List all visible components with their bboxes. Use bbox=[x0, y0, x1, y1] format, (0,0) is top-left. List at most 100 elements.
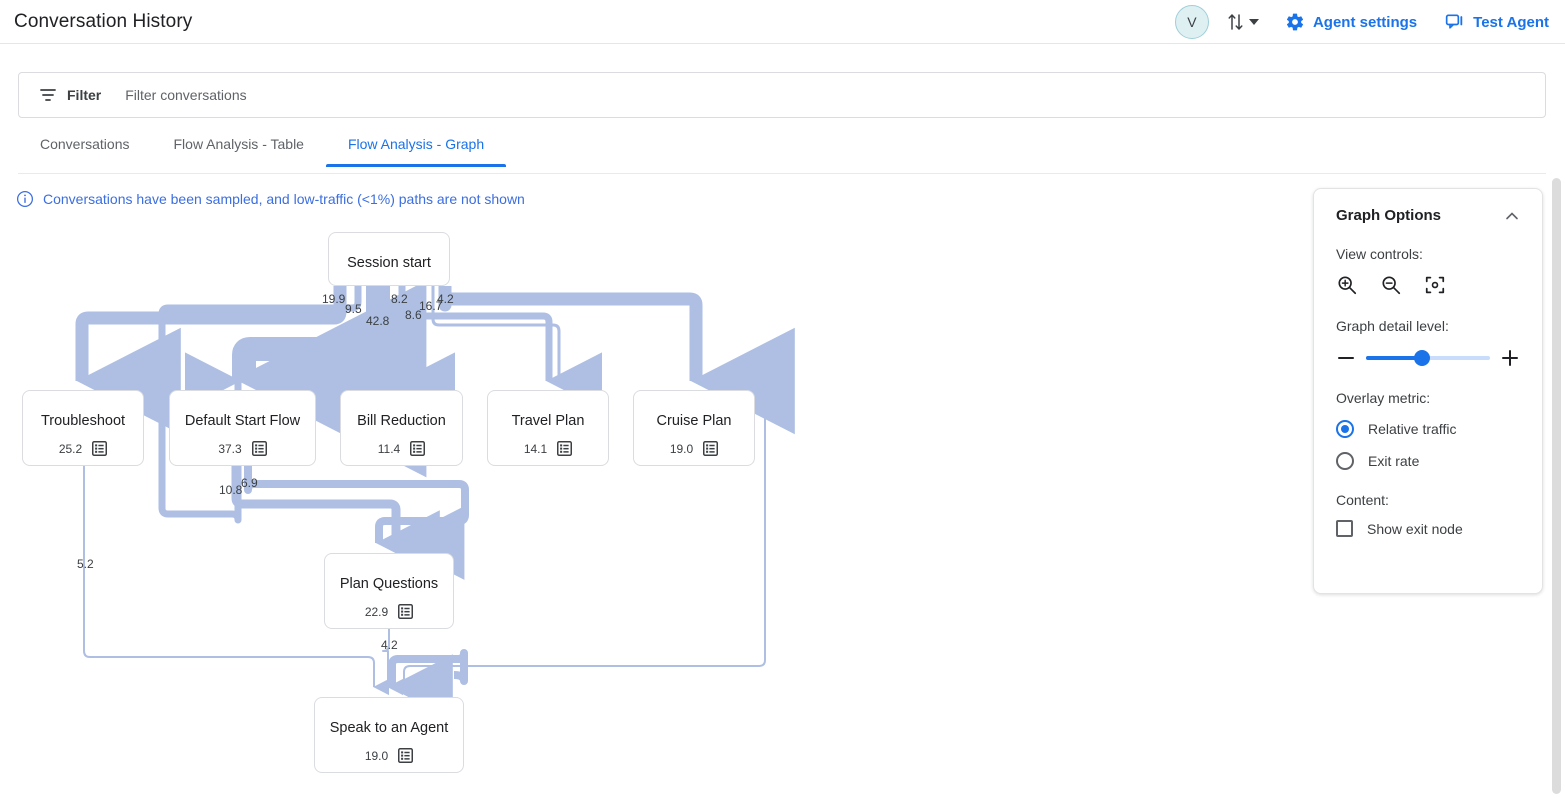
gear-icon bbox=[1286, 13, 1304, 31]
edge-label: 8.6 bbox=[405, 308, 422, 322]
node-bill-reduction[interactable]: Bill Reduction 11.4 bbox=[340, 390, 463, 466]
graph-detail-slider[interactable] bbox=[1366, 350, 1490, 366]
view-controls bbox=[1336, 274, 1520, 296]
test-agent-label: Test Agent bbox=[1473, 13, 1549, 31]
node-metric: 22.9 bbox=[364, 604, 414, 619]
info-icon bbox=[16, 190, 34, 208]
node-cruise-plan[interactable]: Cruise Plan 19.0 bbox=[633, 390, 755, 466]
radio-relative-traffic[interactable]: Relative traffic bbox=[1336, 420, 1520, 438]
page-title: Conversation History bbox=[14, 10, 193, 32]
node-label: Cruise Plan bbox=[656, 413, 732, 429]
view-controls-label: View controls: bbox=[1336, 246, 1423, 262]
node-value: 25.2 bbox=[58, 441, 83, 456]
filter-label: Filter bbox=[67, 87, 102, 103]
radio-label: Exit rate bbox=[1368, 453, 1420, 469]
node-value: 37.3 bbox=[218, 441, 242, 456]
node-value: 19.0 bbox=[669, 441, 694, 456]
checkbox-show-exit-node[interactable]: Show exit node bbox=[1336, 520, 1520, 537]
edge-label: 16.7 bbox=[419, 299, 443, 313]
radio-exit-rate[interactable]: Exit rate bbox=[1336, 452, 1520, 470]
filter-icon[interactable] bbox=[39, 86, 57, 104]
node-default-start-flow[interactable]: Default Start Flow 37.3 bbox=[169, 390, 316, 466]
edge-label: 19.9 bbox=[322, 292, 346, 306]
test-agent-link[interactable]: Test Agent bbox=[1445, 12, 1549, 32]
node-label: Plan Questions bbox=[339, 576, 439, 592]
tab-flow-analysis-table[interactable]: Flow Analysis - Table bbox=[173, 136, 304, 152]
node-label: Bill Reduction bbox=[357, 413, 446, 429]
list-icon[interactable] bbox=[92, 441, 108, 456]
filter-bar: Filter bbox=[18, 72, 1546, 118]
flow-graph-canvas[interactable]: Session start Troubleshoot 25.2 Default … bbox=[0, 175, 1538, 798]
search-input[interactable] bbox=[123, 86, 824, 104]
node-session-start[interactable]: Session start bbox=[328, 232, 450, 286]
edge-label: 8.2 bbox=[391, 292, 408, 306]
node-plan-questions[interactable]: Plan Questions 22.9 bbox=[324, 553, 454, 629]
chat-bubble-icon bbox=[1445, 14, 1463, 29]
graph-detail-slider-row bbox=[1336, 348, 1520, 368]
tab-flow-analysis-graph[interactable]: Flow Analysis - Graph bbox=[325, 136, 507, 167]
node-label: Default Start Flow bbox=[184, 413, 301, 429]
avatar[interactable]: V bbox=[1174, 5, 1209, 39]
sort-arrows-icon bbox=[1228, 14, 1243, 30]
vertical-scrollbar[interactable] bbox=[1551, 178, 1561, 794]
edge-label: 4.2 bbox=[381, 638, 398, 652]
list-icon[interactable] bbox=[398, 748, 414, 763]
radio-icon-selected bbox=[1336, 420, 1354, 438]
graph-options-panel: Graph Options View controls: Graph det bbox=[1313, 188, 1543, 594]
sort-control[interactable] bbox=[1227, 12, 1259, 32]
radio-label: Relative traffic bbox=[1368, 421, 1457, 437]
list-icon[interactable] bbox=[251, 441, 267, 456]
edge-label: 9.5 bbox=[345, 302, 362, 316]
edge-label: 6.9 bbox=[241, 476, 258, 490]
edge-label: 5.2 bbox=[77, 557, 94, 571]
node-value: 19.0 bbox=[364, 748, 389, 763]
zoom-out-icon[interactable] bbox=[1380, 274, 1402, 296]
overlay-metric-label: Overlay metric: bbox=[1336, 390, 1431, 406]
node-metric: 19.0 bbox=[669, 441, 719, 456]
edge-label: 4.2 bbox=[437, 292, 454, 306]
slider-thumb[interactable] bbox=[1413, 350, 1430, 366]
node-metric: 14.1 bbox=[523, 441, 573, 456]
node-value: 14.1 bbox=[523, 441, 548, 456]
zoom-in-icon[interactable] bbox=[1336, 274, 1358, 296]
slider-fill bbox=[1366, 356, 1422, 360]
chevron-up-icon[interactable] bbox=[1504, 208, 1520, 224]
flow-graph-edges bbox=[75, 280, 795, 720]
tab-conversations[interactable]: Conversations bbox=[40, 136, 130, 152]
node-speak-to-an-agent[interactable]: Speak to an Agent 19.0 bbox=[314, 697, 464, 773]
sampling-notice: Conversations have been sampled, and low… bbox=[16, 190, 525, 208]
checkbox-label: Show exit node bbox=[1367, 520, 1463, 537]
center-focus-icon[interactable] bbox=[1424, 274, 1446, 296]
minus-icon[interactable] bbox=[1336, 348, 1356, 368]
node-label: Troubleshoot bbox=[40, 413, 126, 429]
node-metric: 37.3 bbox=[218, 441, 267, 456]
node-troubleshoot[interactable]: Troubleshoot 25.2 bbox=[22, 390, 144, 466]
list-icon[interactable] bbox=[398, 604, 414, 619]
node-label: Speak to an Agent bbox=[329, 720, 449, 736]
list-icon[interactable] bbox=[557, 441, 573, 456]
agent-settings-label: Agent settings bbox=[1312, 13, 1418, 31]
node-travel-plan[interactable]: Travel Plan 14.1 bbox=[487, 390, 609, 466]
graph-options-title: Graph Options bbox=[1336, 207, 1441, 224]
list-icon[interactable] bbox=[703, 441, 719, 456]
tab-bar: Conversations Flow Analysis - Table Flow… bbox=[18, 136, 1546, 174]
list-icon[interactable] bbox=[410, 441, 426, 456]
checkbox-icon bbox=[1336, 520, 1353, 537]
node-label: Session start bbox=[347, 255, 431, 271]
node-metric: 25.2 bbox=[58, 441, 108, 456]
graph-options-header: Graph Options bbox=[1336, 207, 1520, 224]
graph-detail-level-label: Graph detail level: bbox=[1336, 318, 1449, 334]
node-value: 11.4 bbox=[377, 441, 401, 456]
chevron-down-icon bbox=[1248, 19, 1259, 25]
plus-icon[interactable] bbox=[1500, 348, 1520, 368]
sampling-notice-text: Conversations have been sampled, and low… bbox=[43, 191, 525, 207]
edge-label: 42.8 bbox=[366, 314, 390, 328]
scrollbar-thumb[interactable] bbox=[1552, 178, 1561, 794]
agent-settings-link[interactable]: Agent settings bbox=[1285, 12, 1417, 32]
radio-icon bbox=[1336, 452, 1354, 470]
node-metric: 11.4 bbox=[377, 441, 426, 456]
node-value: 22.9 bbox=[364, 604, 389, 619]
content-label: Content: bbox=[1336, 492, 1389, 508]
top-bar-actions: V Agent settings bbox=[1174, 0, 1555, 44]
